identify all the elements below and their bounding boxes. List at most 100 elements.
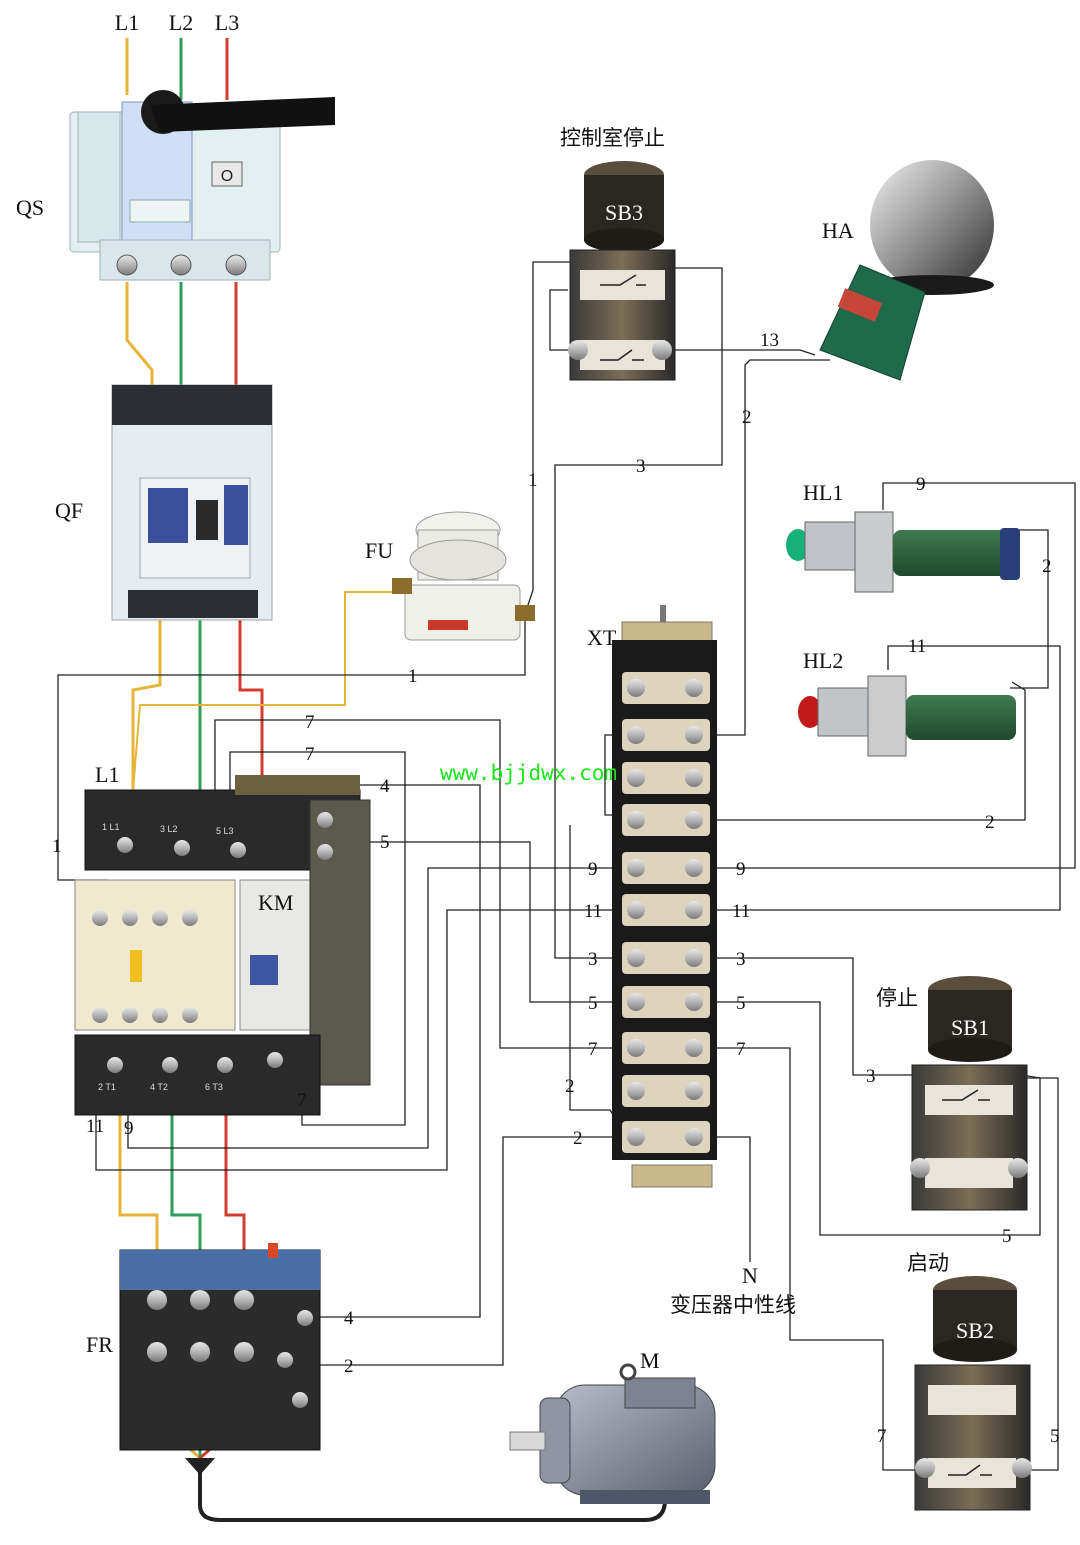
wire-number: 11 [86,1116,104,1137]
xt-terminals [622,672,710,1153]
wire-number: 3 [866,1066,876,1087]
label-fu: FU [365,538,393,563]
wire-number: 5 [1050,1426,1060,1447]
label-neutral-desc: 变压器中性线 [670,1293,796,1317]
wire-number: 2 [1042,556,1052,577]
km-contactor [74,775,371,1116]
fu-fuse [392,511,535,641]
wire-number: 9 [588,859,598,880]
qs-isolator: O [69,90,335,281]
wire-11-km [95,909,630,1171]
wire-number: 7 [736,1039,746,1060]
wire-2-ha [696,359,830,736]
wire-7-sb2 [712,1047,920,1471]
wire-number: 5 [588,993,598,1014]
label-qs: QS [16,195,44,220]
wire-number: 3 [588,949,598,970]
fr-relay [119,1243,321,1451]
wire-number: 11 [732,901,750,922]
l3-wire [238,618,264,790]
label-hl2: HL2 [803,648,843,673]
km-term-mark: 3 L2 [160,824,178,834]
wire-9-hl1 [700,482,1076,869]
wire-number: 1 [528,470,538,491]
wire-number: 9 [736,859,746,880]
labels: L1 L2 L3 QS QF FU KM L1 FR XT HA HL1 HL2… [16,10,994,1373]
motor-cable [198,1465,667,1522]
wire-number: 7 [305,744,315,765]
control-wiring [57,261,1076,1471]
wire-3-sb3 [554,267,723,959]
label-fr: FR [86,1332,113,1357]
label-km-l1: L1 [95,762,119,787]
hl2-lamp [798,675,1016,757]
label-motor: M [640,1348,660,1373]
wire-number: 5 [736,993,746,1014]
wire-5-sb2 [1022,1077,1059,1471]
wire-2-hl2 [696,681,1026,821]
xt-terminal-block [612,605,717,1188]
label-ha: HA [822,218,854,243]
qs-handle[interactable] [150,97,335,132]
hl1-lamp [786,511,1020,593]
wire-number: 1 [408,666,418,687]
wire-number: 2 [985,812,995,833]
qf-toggle[interactable] [196,500,218,540]
sb2-button[interactable] [914,1276,1032,1511]
wire-5 [324,841,630,1003]
wire-sb3-bridge [549,289,578,351]
wire-2-fr [290,1136,628,1366]
sb3-button[interactable] [568,161,676,381]
ha-bell [819,160,994,381]
label-l3: L3 [215,10,239,35]
wire-number: 3 [636,456,646,477]
wire-number: 2 [573,1128,583,1149]
wire-number: 11 [908,636,926,657]
wire-3-sb1 [712,957,920,1076]
motor [509,1363,716,1504]
sb1-button[interactable] [910,976,1028,1211]
label-l2: L2 [169,10,193,35]
label-sb1-title: 停止 [876,986,918,1010]
wire-number: 4 [344,1308,354,1329]
wire-1-sb3 [526,261,570,609]
label-qf: QF [55,498,83,523]
qf-breaker [111,384,273,621]
label-sb1: SB1 [951,1015,989,1040]
wire-number: 7 [877,1426,887,1447]
wire-2-hl1 [1005,529,1049,689]
cable-junction [185,1458,215,1475]
label-sb3: SB3 [605,200,643,225]
wire-11-hl2 [700,645,1061,911]
wire-number: 9 [916,474,926,495]
wire-n [710,1136,751,1262]
wire-number: 2 [565,1076,575,1097]
wire-7a [214,719,628,1049]
wire-number: 7 [305,712,315,733]
label-hl1: HL1 [803,480,843,505]
l1-wire [125,282,154,390]
km-term-mark: 6 T3 [205,1082,223,1092]
wire-number: 2 [742,407,752,428]
wire-13 [668,349,816,356]
fu-feed-wire [132,591,395,791]
wire-number: 7 [297,1090,307,1111]
label-km: KM [258,890,293,915]
wire-number: 13 [760,330,779,351]
label-l1: L1 [115,10,139,35]
km-term-mark: 1 L1 [102,822,120,832]
wire-number: 4 [380,776,390,797]
label-sb2-title: 启动 [907,1251,949,1275]
watermark: www.bjjdwx.com [440,761,617,785]
label-sb3-title: 控制室停止 [560,126,665,150]
wire-number: 5 [380,832,390,853]
wire-9-km [127,867,630,1149]
wire-number: 9 [124,1118,134,1139]
wire-number: 11 [584,901,602,922]
wire-number: 3 [736,949,746,970]
label-xt: XT [587,625,617,650]
l2-wire [170,1095,202,1258]
wire-numbers: 1 1 1 3 13 2 9 2 11 2 7 7 4 5 7 11 9 9 9… [52,330,1060,1447]
label-sb2: SB2 [956,1318,994,1343]
